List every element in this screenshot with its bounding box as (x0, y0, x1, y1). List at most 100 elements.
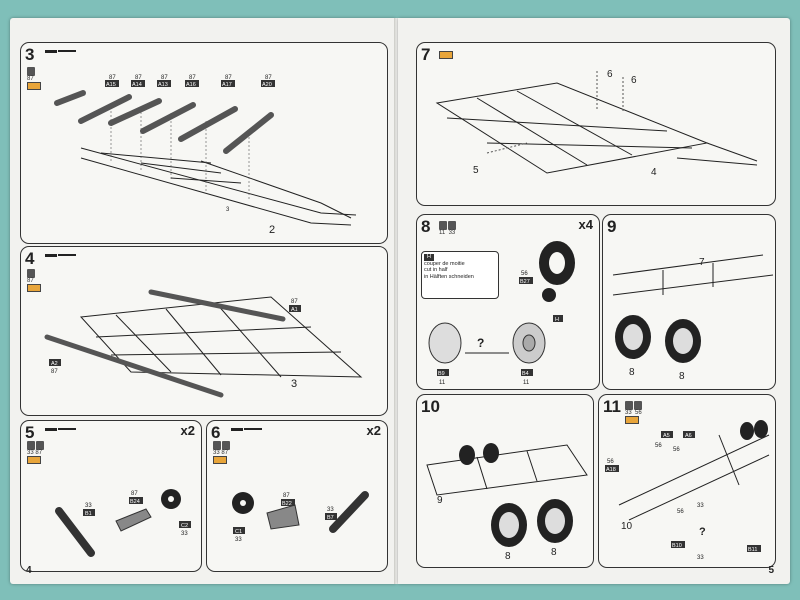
callout-number: 87 (189, 75, 196, 81)
callout-number: 11 (439, 380, 446, 386)
step-11-panel: 11 33 56 10 A5 56 A6 56 56 A18 ? 33 56 B… (598, 394, 776, 568)
step-8-panel: 8 x4 11 33 H couper de moitie cut in hal… (416, 214, 600, 390)
paint-legend: 33 87 (27, 441, 45, 464)
callout-number: 33 (327, 507, 334, 513)
label: 8 (551, 547, 557, 558)
callout-number: 87 (51, 369, 58, 375)
step-6-diagram: C1 33 B22 87 B7 33 (232, 491, 369, 543)
label: 8 (505, 551, 511, 562)
step-number: 11 (603, 397, 621, 416)
part-label: C1 (235, 529, 242, 535)
brush-icon (27, 456, 41, 464)
step-9-diagram: 7 8 8 (612, 254, 774, 382)
glue-icon (45, 428, 76, 431)
paint-code: 87 (27, 76, 34, 82)
paint-pot-icon (634, 401, 642, 410)
paint-code: 87 (221, 450, 229, 456)
page-number: 5 (768, 565, 774, 576)
step-4-panel: 4 87 A1 87 A2 87 3 (20, 246, 388, 416)
paint-legend: 87 (27, 269, 41, 292)
part-label: A15 (106, 82, 116, 88)
part-label: A1 (291, 307, 298, 313)
label: 8 (679, 371, 685, 382)
right-page: 7 6 6 5 4 8 x4 11 33 H (398, 18, 790, 584)
part-label: B22 (282, 501, 292, 507)
paint-code: 56 (635, 410, 642, 416)
brush-icon (27, 82, 41, 90)
part-label: B9 (438, 371, 445, 377)
label: 7 (699, 257, 705, 268)
paint-pot-icon (439, 221, 447, 230)
callout-number: 56 (521, 271, 528, 277)
part-label: H (555, 317, 559, 323)
paint-legend: 33 56 (625, 401, 643, 424)
step-9-panel: 9 7 8 8 (602, 214, 776, 390)
brush-icon (27, 284, 41, 292)
step-10-diagram: 9 8 8 (426, 443, 588, 562)
brush-icon (213, 456, 227, 464)
callout-number: 87 (109, 75, 116, 81)
step-7-diagram: 6 6 5 4 (435, 69, 758, 178)
callout-number: 56 (677, 509, 684, 515)
label: 6 (607, 69, 613, 80)
step-5-panel: 5 x2 33 87 B1 33 B24 87 C2 33 (20, 420, 202, 572)
step-8-diagram: ? B27 56 H B9 11 B4 11 (428, 241, 575, 386)
small-label: 3 (226, 207, 230, 213)
step-3-diagram: 87 A15 87 A14 87 A13 87 A16 87 A17 87 A2… (54, 75, 357, 236)
part-label: B7 (327, 515, 334, 521)
paint-pot-icon (625, 401, 633, 410)
callout-text-en: cut in half (424, 267, 448, 274)
step-4-diagram: A1 87 A2 87 3 (44, 289, 363, 398)
label: 9 (437, 495, 443, 506)
part-label: B1 (85, 511, 92, 517)
callout-number: 56 (607, 459, 614, 465)
callout-number: 11 (523, 380, 530, 386)
question-mark: ? (477, 336, 484, 350)
step-11-diagram: 10 A5 56 A6 56 56 A18 ? 33 56 B10 B11 33 (605, 420, 770, 561)
step-number: 3 (25, 45, 35, 64)
step-number: 9 (607, 217, 617, 236)
paint-legend: 33 87 (213, 441, 231, 464)
paint-pot-icon (27, 441, 35, 450)
book-gutter (394, 18, 400, 584)
chassis-label: 2 (269, 224, 275, 236)
multiplier: x2 (366, 423, 381, 438)
callout-number: 87 (131, 491, 138, 497)
paint-pot-icon (36, 441, 44, 450)
paint-pot-icon (213, 441, 221, 450)
part-label: B10 (672, 543, 682, 549)
step-number: 8 (421, 217, 431, 236)
part-label: B24 (130, 499, 140, 505)
paint-pot-icon (27, 269, 35, 278)
part-label: B27 (520, 279, 530, 285)
callout-text-fr: couper de moitie (424, 260, 465, 267)
part-label: A6 (685, 433, 692, 439)
paint-code: 33 (448, 230, 456, 236)
step-6-panel: 6 x2 33 87 C1 33 B22 87 B7 33 (206, 420, 388, 572)
multiplier: x2 (180, 423, 195, 438)
callout-number: 33 (181, 531, 188, 537)
part-label: A16 (186, 82, 196, 88)
question-mark: ? (699, 526, 706, 538)
paint-pot-icon (448, 221, 456, 230)
left-page: 3 87 (10, 18, 396, 584)
paint-pot-icon (222, 441, 230, 450)
part-label: A14 (132, 82, 142, 88)
callout-number: 33 (85, 503, 92, 509)
label: 4 (651, 167, 657, 178)
step-number: 4 (25, 249, 35, 268)
paint-code: 33 (213, 450, 220, 456)
paint-code: 33 (27, 450, 34, 456)
part-label: A18 (606, 467, 616, 473)
part-label: B11 (748, 547, 757, 553)
callout-number: 56 (673, 447, 680, 453)
label: 10 (621, 521, 633, 532)
glue-icon (231, 428, 262, 431)
callout-number: 33 (697, 555, 704, 561)
step-number: 10 (421, 397, 440, 416)
callout-number: 87 (291, 299, 298, 305)
glue-icon (45, 50, 76, 53)
callout-text-de: in Hälften schneiden (424, 273, 474, 280)
callout-number: 87 (265, 75, 272, 81)
step-number: 7 (421, 45, 431, 64)
